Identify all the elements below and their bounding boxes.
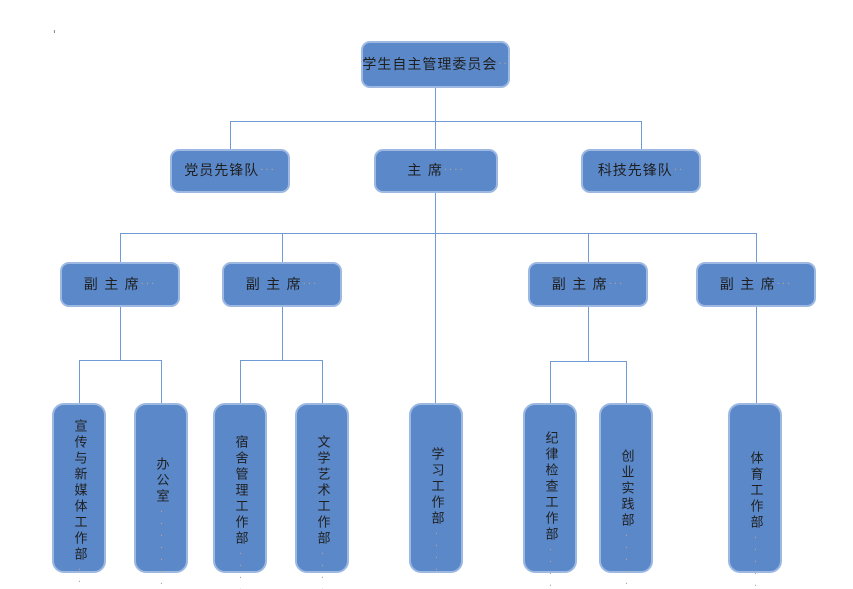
node-label: 党员先锋队 bbox=[184, 163, 260, 179]
node-vice-chairman-1[interactable]: 副 主 席··· bbox=[60, 262, 180, 307]
connector-line bbox=[240, 360, 241, 403]
formatting-marks: ··· bbox=[608, 278, 625, 290]
connector-line bbox=[588, 307, 589, 362]
node-party-pioneer-team[interactable]: 党员先锋队··· bbox=[170, 149, 290, 193]
connector-line bbox=[641, 121, 642, 149]
node-dept-study[interactable]: 学习工作部 ···· bbox=[409, 403, 463, 577]
formatting-marks: ········ bbox=[750, 533, 761, 589]
node-label: 学习工作部 bbox=[428, 447, 444, 527]
node-vice-chairman-4[interactable]: 副 主 席··· bbox=[696, 262, 816, 307]
node-dept-sports[interactable]: 体育工作部 ········ bbox=[728, 403, 782, 589]
node-label: 宣传与新媒体工作部 bbox=[71, 419, 87, 563]
formatting-marks: ··· bbox=[302, 278, 319, 290]
formatting-marks: ····· bbox=[317, 549, 328, 589]
connector-line bbox=[435, 88, 436, 149]
connector-line bbox=[120, 307, 121, 361]
formatting-marks: ··· bbox=[260, 165, 276, 176]
node-label: 副 主 席 bbox=[245, 276, 302, 293]
connector-line bbox=[161, 360, 162, 403]
node-label: 副 主 席 bbox=[83, 276, 140, 293]
stray-text-mark: ˈ bbox=[51, 28, 58, 41]
connector-line bbox=[322, 360, 323, 403]
connector-line bbox=[120, 233, 121, 262]
node-label: 科技先锋队 bbox=[597, 163, 673, 179]
node-label: 创业实践部 bbox=[618, 449, 634, 529]
node-label: 副 主 席 bbox=[551, 276, 608, 293]
node-vice-chairman-2[interactable]: 副 主 席··· bbox=[222, 262, 342, 307]
node-label: 体育工作部 bbox=[747, 451, 763, 531]
connector-line bbox=[588, 233, 589, 262]
formatting-marks: ·· bbox=[673, 165, 685, 176]
formatting-marks: ····· bbox=[235, 549, 246, 589]
node-label: 主 席 bbox=[407, 163, 443, 179]
connector-line bbox=[79, 360, 162, 361]
formatting-marks: ···· bbox=[74, 565, 85, 589]
connector-line bbox=[79, 360, 80, 403]
connector-line bbox=[240, 360, 323, 361]
formatting-marks: ···· bbox=[431, 529, 442, 577]
connector-line bbox=[550, 361, 627, 362]
formatting-marks: ······· bbox=[621, 531, 632, 589]
connector-line bbox=[435, 193, 436, 403]
node-dept-literature-art[interactable]: 文学艺术工作部 ····· bbox=[295, 403, 349, 589]
node-dept-entrepreneurship-practice[interactable]: 创业实践部 ······· bbox=[599, 403, 653, 589]
connector-line bbox=[550, 361, 551, 403]
formatting-marks: ·· bbox=[498, 58, 509, 70]
formatting-marks: ········ bbox=[156, 507, 167, 589]
node-dept-discipline-inspection[interactable]: 纪律检查工作部 ······ bbox=[523, 403, 577, 589]
formatting-marks: ··· bbox=[140, 278, 157, 290]
formatting-marks: ···· bbox=[443, 165, 465, 176]
node-committee-root[interactable]: 学生自主管理委员会·· bbox=[361, 41, 510, 88]
node-label: 办公室 bbox=[153, 457, 169, 505]
node-tech-pioneer-team[interactable]: 科技先锋队·· bbox=[581, 149, 701, 193]
node-label: 学生自主管理委员会 bbox=[362, 56, 498, 73]
node-label: 纪律检查工作部 bbox=[542, 431, 558, 543]
connector-line bbox=[282, 233, 283, 262]
node-dept-dormitory-management[interactable]: 宿舍管理工作部 ····· bbox=[213, 403, 267, 589]
node-label: 宿舍管理工作部 bbox=[232, 435, 248, 547]
node-label: 文学艺术工作部 bbox=[314, 435, 330, 547]
connector-line bbox=[756, 233, 757, 262]
connector-line bbox=[282, 307, 283, 361]
formatting-marks: ··· bbox=[776, 278, 793, 290]
node-dept-publicity-new-media[interactable]: 宣传与新媒体工作部 ···· bbox=[52, 403, 106, 589]
connector-line bbox=[120, 233, 757, 234]
node-dept-office[interactable]: 办公室 ········ bbox=[134, 403, 188, 589]
connector-line bbox=[756, 307, 757, 403]
node-vice-chairman-3[interactable]: 副 主 席··· bbox=[528, 262, 648, 307]
node-label: 副 主 席 bbox=[719, 276, 776, 293]
formatting-marks: ······ bbox=[545, 545, 556, 589]
connector-line bbox=[626, 361, 627, 403]
connector-line bbox=[230, 121, 231, 149]
connector-line bbox=[230, 121, 642, 122]
node-chairman[interactable]: 主 席···· bbox=[374, 149, 498, 193]
